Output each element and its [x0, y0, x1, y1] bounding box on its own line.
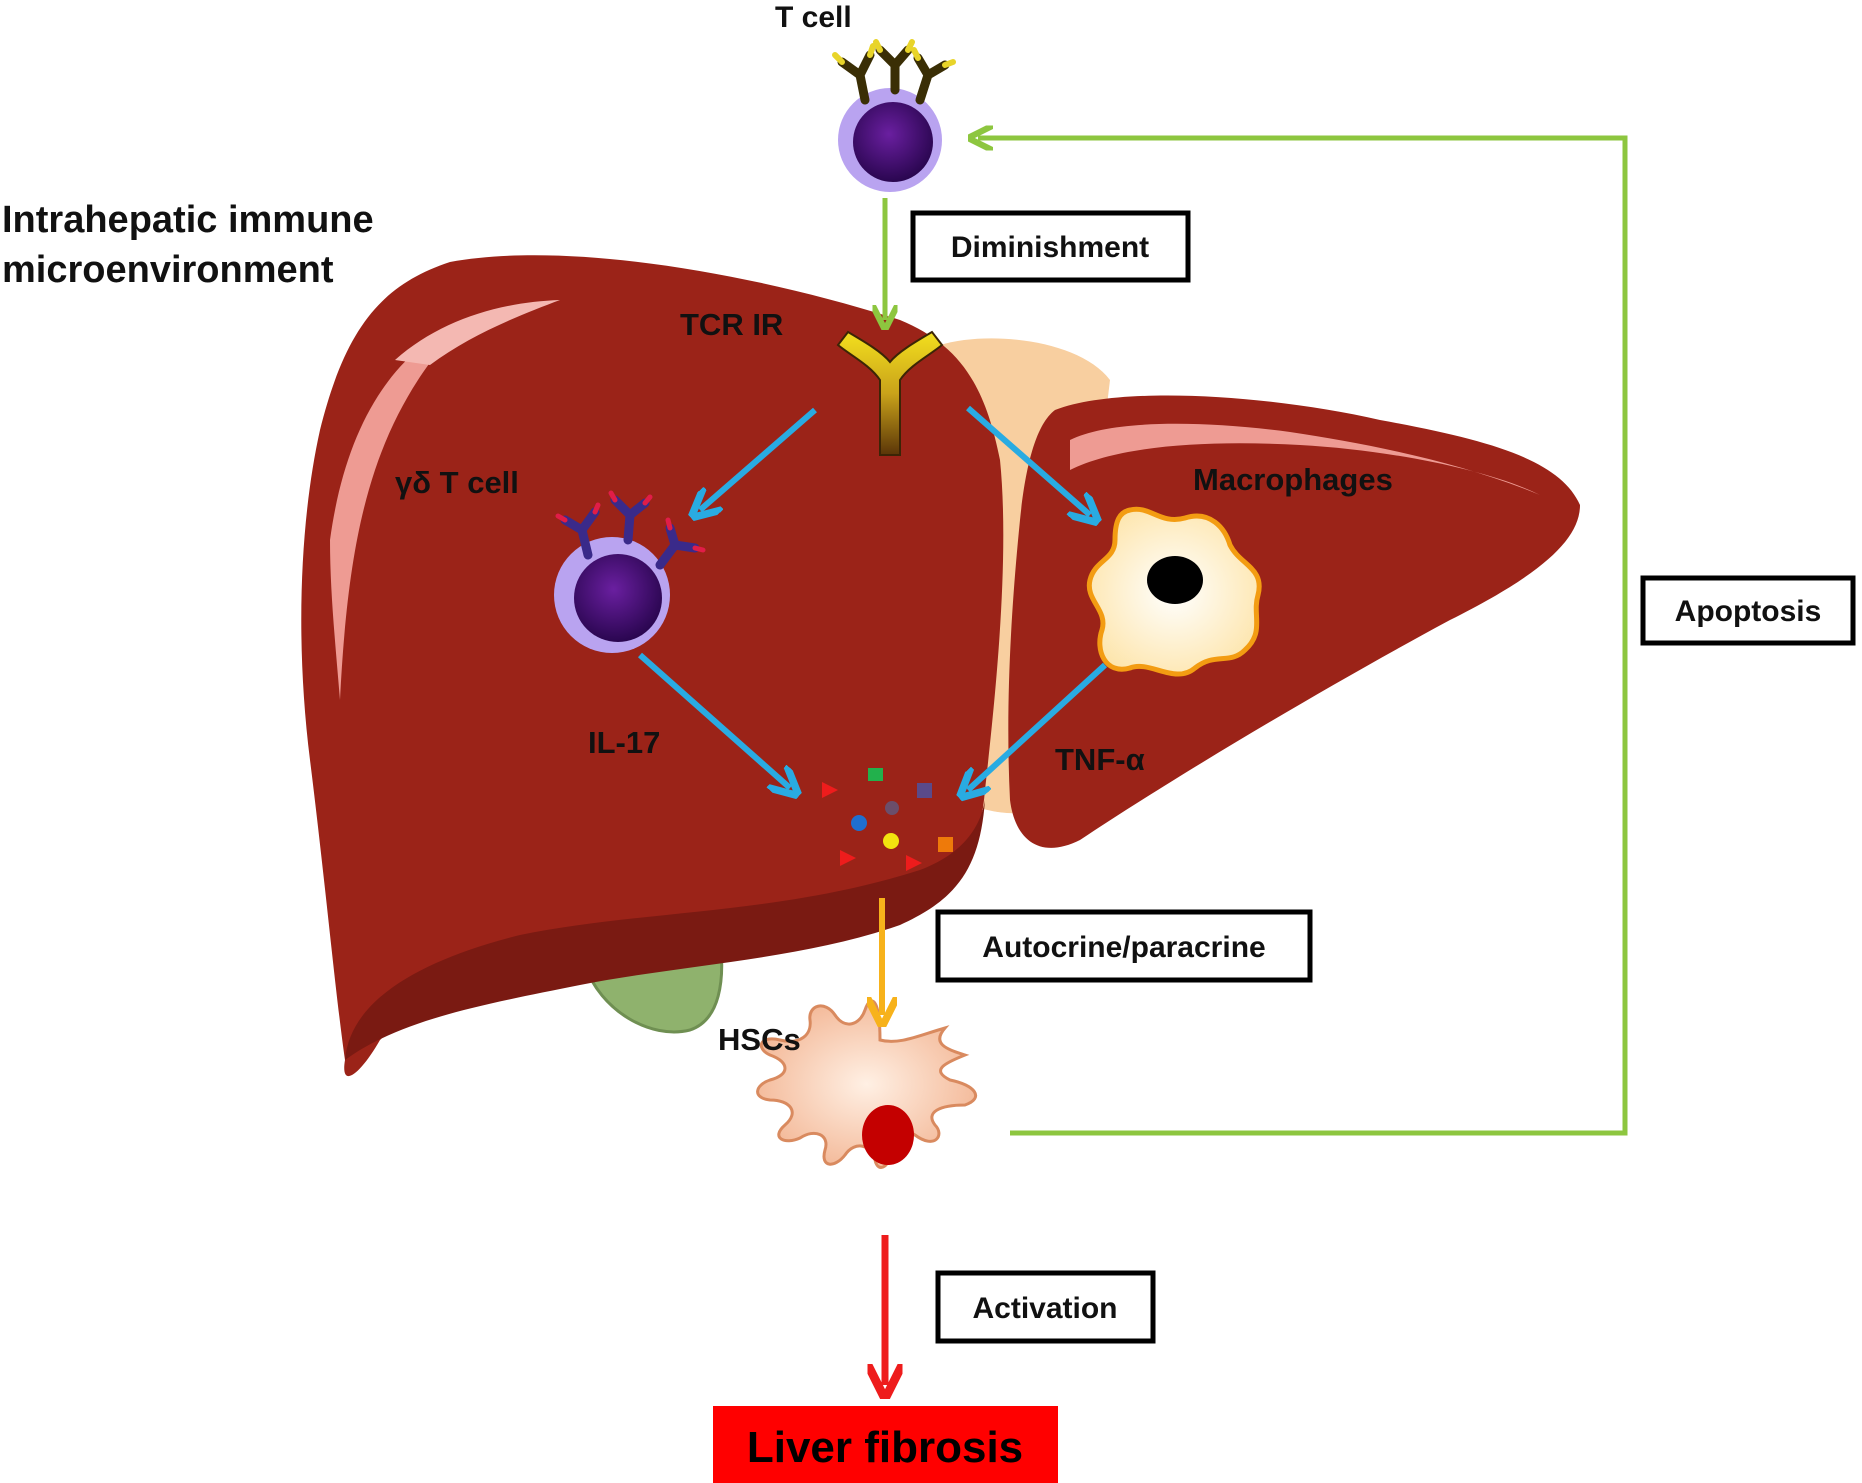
arrow-apoptosis-loop	[978, 138, 1628, 1136]
il17-label: IL-17	[588, 725, 660, 760]
activation-label: Activation	[972, 1292, 1117, 1325]
cytokine-particles	[822, 768, 953, 871]
arrow-receptor-to-gd-tcell	[700, 407, 817, 510]
title-line1: Intrahepatic immune	[2, 199, 374, 241]
arrow-macrophage-to-cytokines	[968, 662, 1108, 790]
diminishment-box: Diminishment	[910, 210, 1191, 283]
activation-box: Activation	[935, 1270, 1156, 1344]
cytokine-particle	[885, 801, 899, 815]
autocrine-label: Autocrine/paracrine	[982, 931, 1265, 964]
liver-fibrosis-label: Liver fibrosis	[747, 1423, 1023, 1472]
macrophages-label: Macrophages	[1193, 462, 1393, 497]
macrophage-icon	[1086, 506, 1262, 677]
cytokine-particle	[822, 782, 838, 798]
arrow-receptor-to-macrophage	[966, 405, 1090, 515]
hscs-label: HSCs	[718, 1022, 801, 1057]
cytokine-particle	[938, 837, 953, 852]
gd-t-cell-label: γδ T cell	[395, 465, 519, 500]
tcr-receptor-icon	[836, 330, 944, 456]
liver-right-lobe-highlight-top	[395, 300, 560, 365]
t-cell-label: T cell	[775, 1, 852, 34]
hsc-cell-icon	[756, 999, 978, 1169]
liver-left-lobe	[1008, 395, 1580, 848]
tcr-ir-label: TCR IR	[680, 307, 783, 342]
cytokine-particle	[906, 855, 922, 871]
diminishment-label: Diminishment	[951, 231, 1149, 264]
cytokine-particle	[840, 850, 856, 866]
autocrine-box: Autocrine/paracrine	[935, 909, 1313, 983]
cytokine-particle	[851, 815, 867, 831]
title-line2: microenvironment	[2, 249, 334, 291]
cytokine-particle	[917, 783, 932, 798]
gamma-delta-t-cell-icon	[554, 490, 706, 653]
hsc-nucleus-icon	[862, 1105, 914, 1165]
apoptosis-label: Apoptosis	[1675, 595, 1822, 628]
t-cell-icon	[832, 39, 956, 192]
cytokine-particle	[883, 833, 899, 849]
cytokine-particle	[868, 768, 883, 781]
liver-right-lobe-shadow	[345, 800, 985, 1060]
apoptosis-box: Apoptosis	[1640, 575, 1856, 646]
liver-left-lobe-highlight	[1070, 423, 1540, 495]
arrow-gd-tcell-to-cytokines	[638, 652, 790, 788]
liver-fibrosis-box: Liver fibrosis	[713, 1406, 1058, 1483]
liver-right-lobe-highlight	[330, 318, 470, 700]
tnf-alpha-label: TNF-α	[1055, 742, 1145, 777]
